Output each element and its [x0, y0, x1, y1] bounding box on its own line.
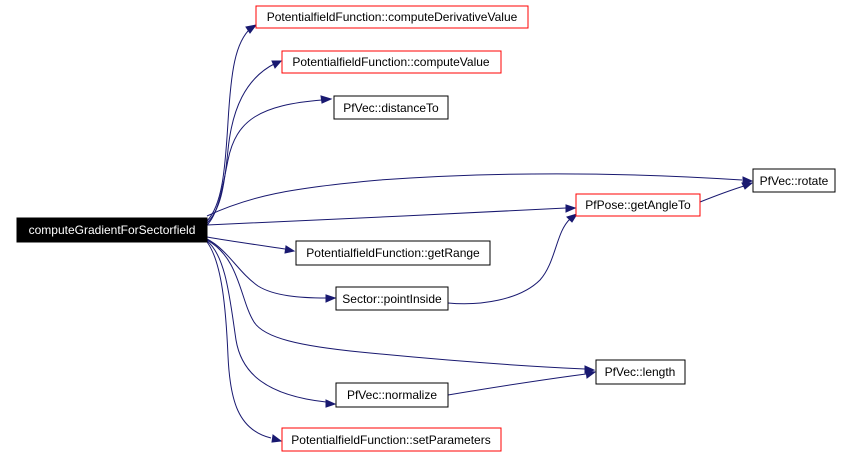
node-label[interactable]: PotentialfieldFunction::setParameters	[291, 433, 490, 447]
edge-root-to-getrange	[206, 236, 296, 254]
edge-root-to-distanceto	[206, 95, 333, 226]
edge-root-to-setparameters	[206, 241, 283, 443]
node-label: computeGradientForSectorfield	[29, 223, 196, 237]
node-normalize[interactable]: PfVec::normalize	[335, 382, 449, 408]
node-length[interactable]: PfVec::length	[595, 359, 686, 385]
node-setparameters[interactable]: PotentialfieldFunction::setParameters	[281, 427, 502, 452]
edge-root-to-computederivativevalue	[206, 24, 258, 222]
node-computevalue[interactable]: PotentialfieldFunction::computeValue	[281, 50, 502, 74]
node-label[interactable]: PfPose::getAngleTo	[585, 198, 691, 212]
node-label[interactable]: PotentialfieldFunction::computeDerivativ…	[267, 10, 518, 24]
node-label[interactable]: PfVec::rotate	[760, 174, 829, 188]
node-getrange[interactable]: PotentialfieldFunction::getRange	[295, 240, 491, 266]
node-label[interactable]: PotentialfieldFunction::computeValue	[292, 55, 490, 69]
node-label[interactable]: PfVec::distanceTo	[343, 101, 439, 115]
node-label[interactable]: PfVec::length	[605, 365, 676, 379]
edge-root-to-normalize	[206, 240, 337, 408]
node-rotate[interactable]: PfVec::rotate	[752, 168, 836, 193]
edge-normalize-to-length	[447, 370, 597, 396]
node-pointinside[interactable]: Sector::pointInside	[335, 286, 449, 311]
node-label[interactable]: PfVec::normalize	[347, 388, 437, 402]
node-label[interactable]: Sector::pointInside	[342, 292, 442, 306]
edge-pointinside-to-getangleto	[447, 213, 579, 305]
edge-getangleto-to-rotate	[699, 182, 754, 203]
node-computegradientforsectorfield: computeGradientForSectorfield	[16, 217, 208, 243]
edge-root-to-getangleto	[206, 204, 577, 226]
node-computederivativevalue[interactable]: PotentialfieldFunction::computeDerivativ…	[255, 5, 529, 29]
node-distanceto[interactable]: PfVec::distanceTo	[333, 95, 449, 120]
node-getangleto[interactable]: PfPose::getAngleTo	[575, 193, 701, 217]
node-label[interactable]: PotentialfieldFunction::getRange	[306, 246, 480, 260]
edge-root-to-pointinside	[206, 238, 337, 303]
